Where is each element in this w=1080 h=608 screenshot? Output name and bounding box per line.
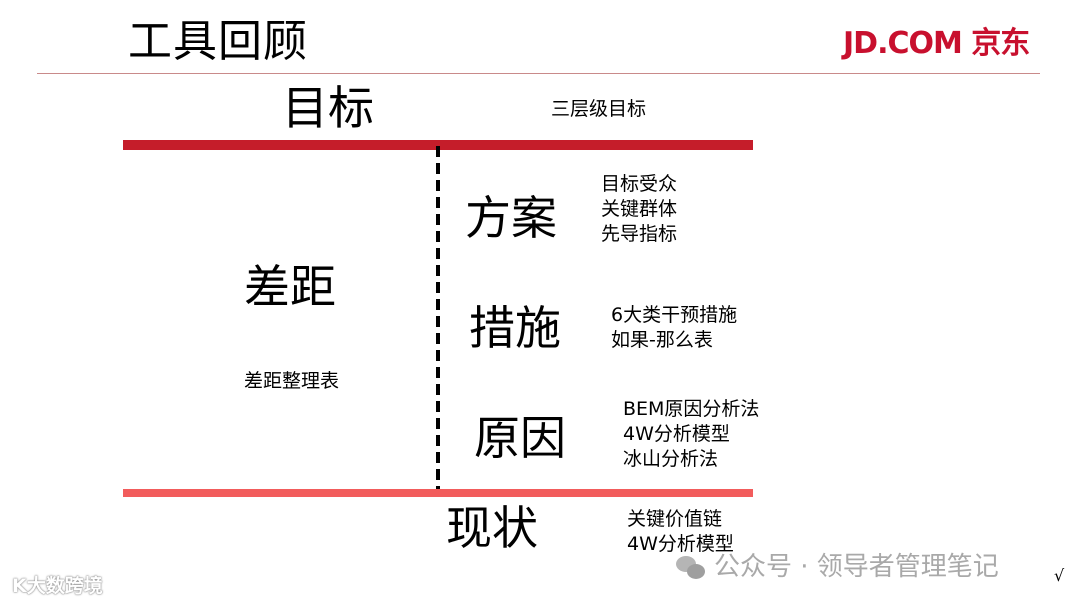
plan-label: 方案: [465, 191, 557, 245]
current-item: 关键价值链: [627, 508, 723, 530]
watermark-left: K大数跨境: [12, 575, 103, 597]
current-label: 现状: [446, 501, 538, 555]
wechat-icon: [676, 555, 706, 580]
jd-logo: JD.COM 京东: [843, 26, 1030, 61]
dashed-divider: [436, 146, 440, 494]
watermark-right: 公众号 · 领导者管理笔记: [676, 550, 999, 584]
target-bar: [123, 140, 753, 150]
measure-item: 6大类干预措施: [611, 304, 738, 326]
slide-title: 工具回顾: [128, 16, 308, 67]
cause-item: 4W分析模型: [623, 423, 730, 445]
cause-item: BEM原因分析法: [623, 398, 760, 420]
measure-item: 如果-那么表: [611, 329, 713, 351]
measure-label: 措施: [469, 301, 561, 355]
gap-note: 差距整理表: [244, 370, 340, 392]
plan-item: 目标受众: [601, 173, 678, 195]
plan-item: 先导指标: [601, 223, 678, 245]
plan-item: 关键群体: [601, 198, 678, 220]
cause-item: 冰山分析法: [623, 448, 719, 470]
target-label: 目标: [282, 81, 374, 135]
check-mark: √: [1054, 566, 1065, 585]
current-item: 4W分析模型: [627, 533, 734, 555]
watermark-right-text: 公众号 · 领导者管理笔记: [714, 552, 999, 582]
current-bar: [123, 489, 753, 497]
header-divider: [37, 73, 1040, 74]
cause-label: 原因: [474, 411, 566, 465]
gap-label: 差距: [244, 260, 336, 314]
target-note: 三层级目标: [551, 98, 647, 120]
